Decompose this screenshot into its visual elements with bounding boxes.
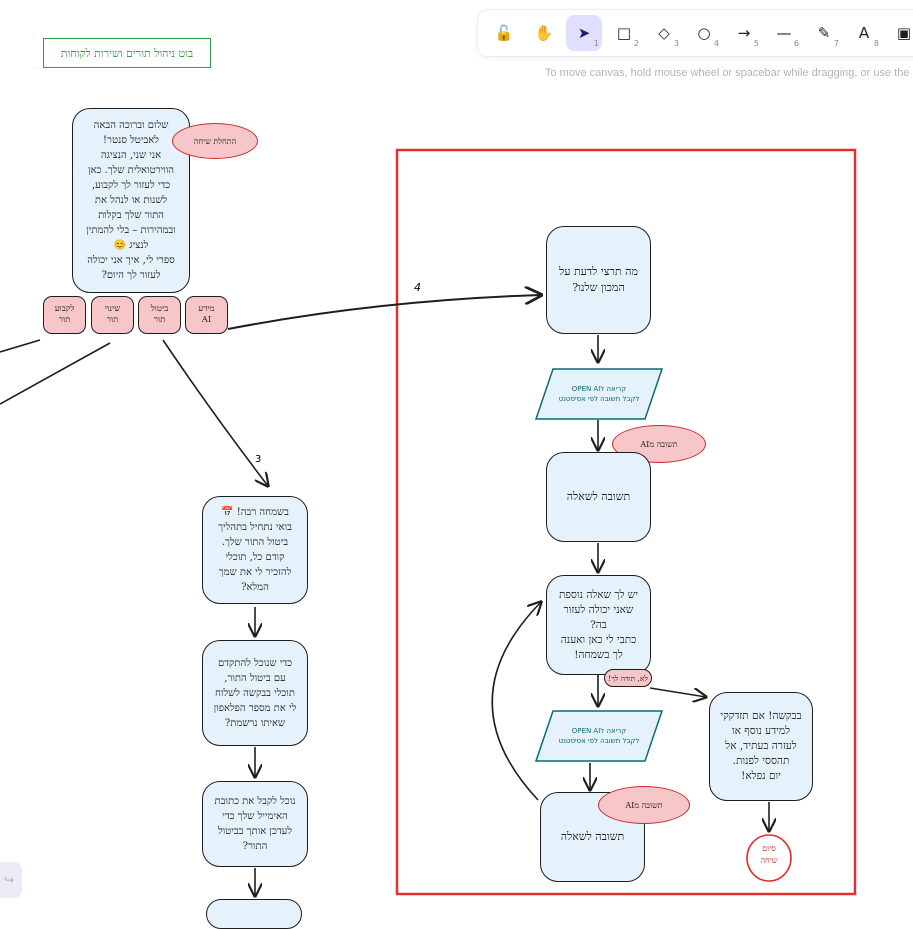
end-circle[interactable] [746,834,792,882]
option-change[interactable]: שינוי תור [91,296,134,334]
openai-call-2-text: קריאה לOPEN AI לקבל תשובה לפי אסיסטנט [558,727,640,745]
no-thanks-pill[interactable]: לא, תודה לך! [604,669,652,687]
openai-call-2-shape[interactable] [534,710,664,762]
diagram-canvas[interactable] [0,0,913,903]
edge-label-4: 4 [414,281,421,294]
welcome-message[interactable]: שלום וברוכה הבאה לאביטל סנטר! אני שני, ה… [72,108,190,293]
start-label[interactable]: התחלת שיחה [172,123,258,159]
hand-icon[interactable]: ✋ [534,24,554,42]
line-icon[interactable]: —6 [776,24,800,48]
option-ai-info[interactable]: מידע AI [185,296,228,334]
rectangle-icon[interactable]: □2 [616,24,639,48]
cancel-step-name[interactable]: בשמחה רבה! 📅 בואי נתחיל בתהליך ביטול התו… [202,496,308,604]
cancel-step-next[interactable] [206,899,302,929]
option-book[interactable]: לקבוע תור [43,296,86,334]
end-label: סיום שיחה [760,844,778,865]
lock-icon[interactable]: 🔓 [494,24,514,42]
redo-icon[interactable]: ↪ [0,862,22,898]
arrow-to-ai-question [227,295,541,330]
arrow-loop-back [491,602,541,801]
pencil-icon[interactable]: ✎7 [817,24,839,48]
line-change-left [0,342,111,405]
selection-icon[interactable]: ➤1 [566,15,602,51]
image-icon[interactable]: ▣ [896,24,912,42]
arrow-to-cancel [162,339,268,486]
canvas-hint: To move canvas, hold mouse wheel or spac… [545,67,910,79]
option-cancel[interactable]: ביטול תור [138,296,181,334]
edge-label-3: 3 [255,454,262,465]
arrow-to-goodbye [649,687,706,697]
openai-call-shape[interactable] [534,368,664,420]
highlight-frame[interactable] [395,148,857,896]
arrow-icon[interactable]: →5 [737,24,759,48]
goodbye-box[interactable]: בבקשה! אם תזדקקי למידע נוסף או לעזרה בעת… [709,692,813,801]
more-question-box[interactable]: יש לך שאלה נוספת שאני יכולה לעזור בה? כת… [546,575,651,675]
answer-box[interactable]: תשובה לשאלה [546,452,651,542]
answer-from-ai-label-2[interactable]: תשובה מAI [598,786,690,824]
cancel-step-phone[interactable]: כדי שנוכל להתקדם עם ביטול התור, תוכלי בב… [202,640,308,746]
ellipse-icon[interactable]: ○4 [697,24,719,48]
cancel-step-email[interactable]: נוכל לקבל את כתובת האימייל שלך כדי לעדכן… [202,781,308,867]
diagram-title[interactable]: בוט ניהול תורים ושירות לקוחות [43,38,211,68]
openai-call-text: קריאה לOPEN AI לקבל תשובה לפי אסיסטנט [558,385,640,403]
line-book-left [0,339,41,353]
diamond-icon[interactable]: ◇3 [658,24,679,48]
ai-question-box[interactable]: מה תרצי לדעת על המכון שלנו? [546,226,651,334]
